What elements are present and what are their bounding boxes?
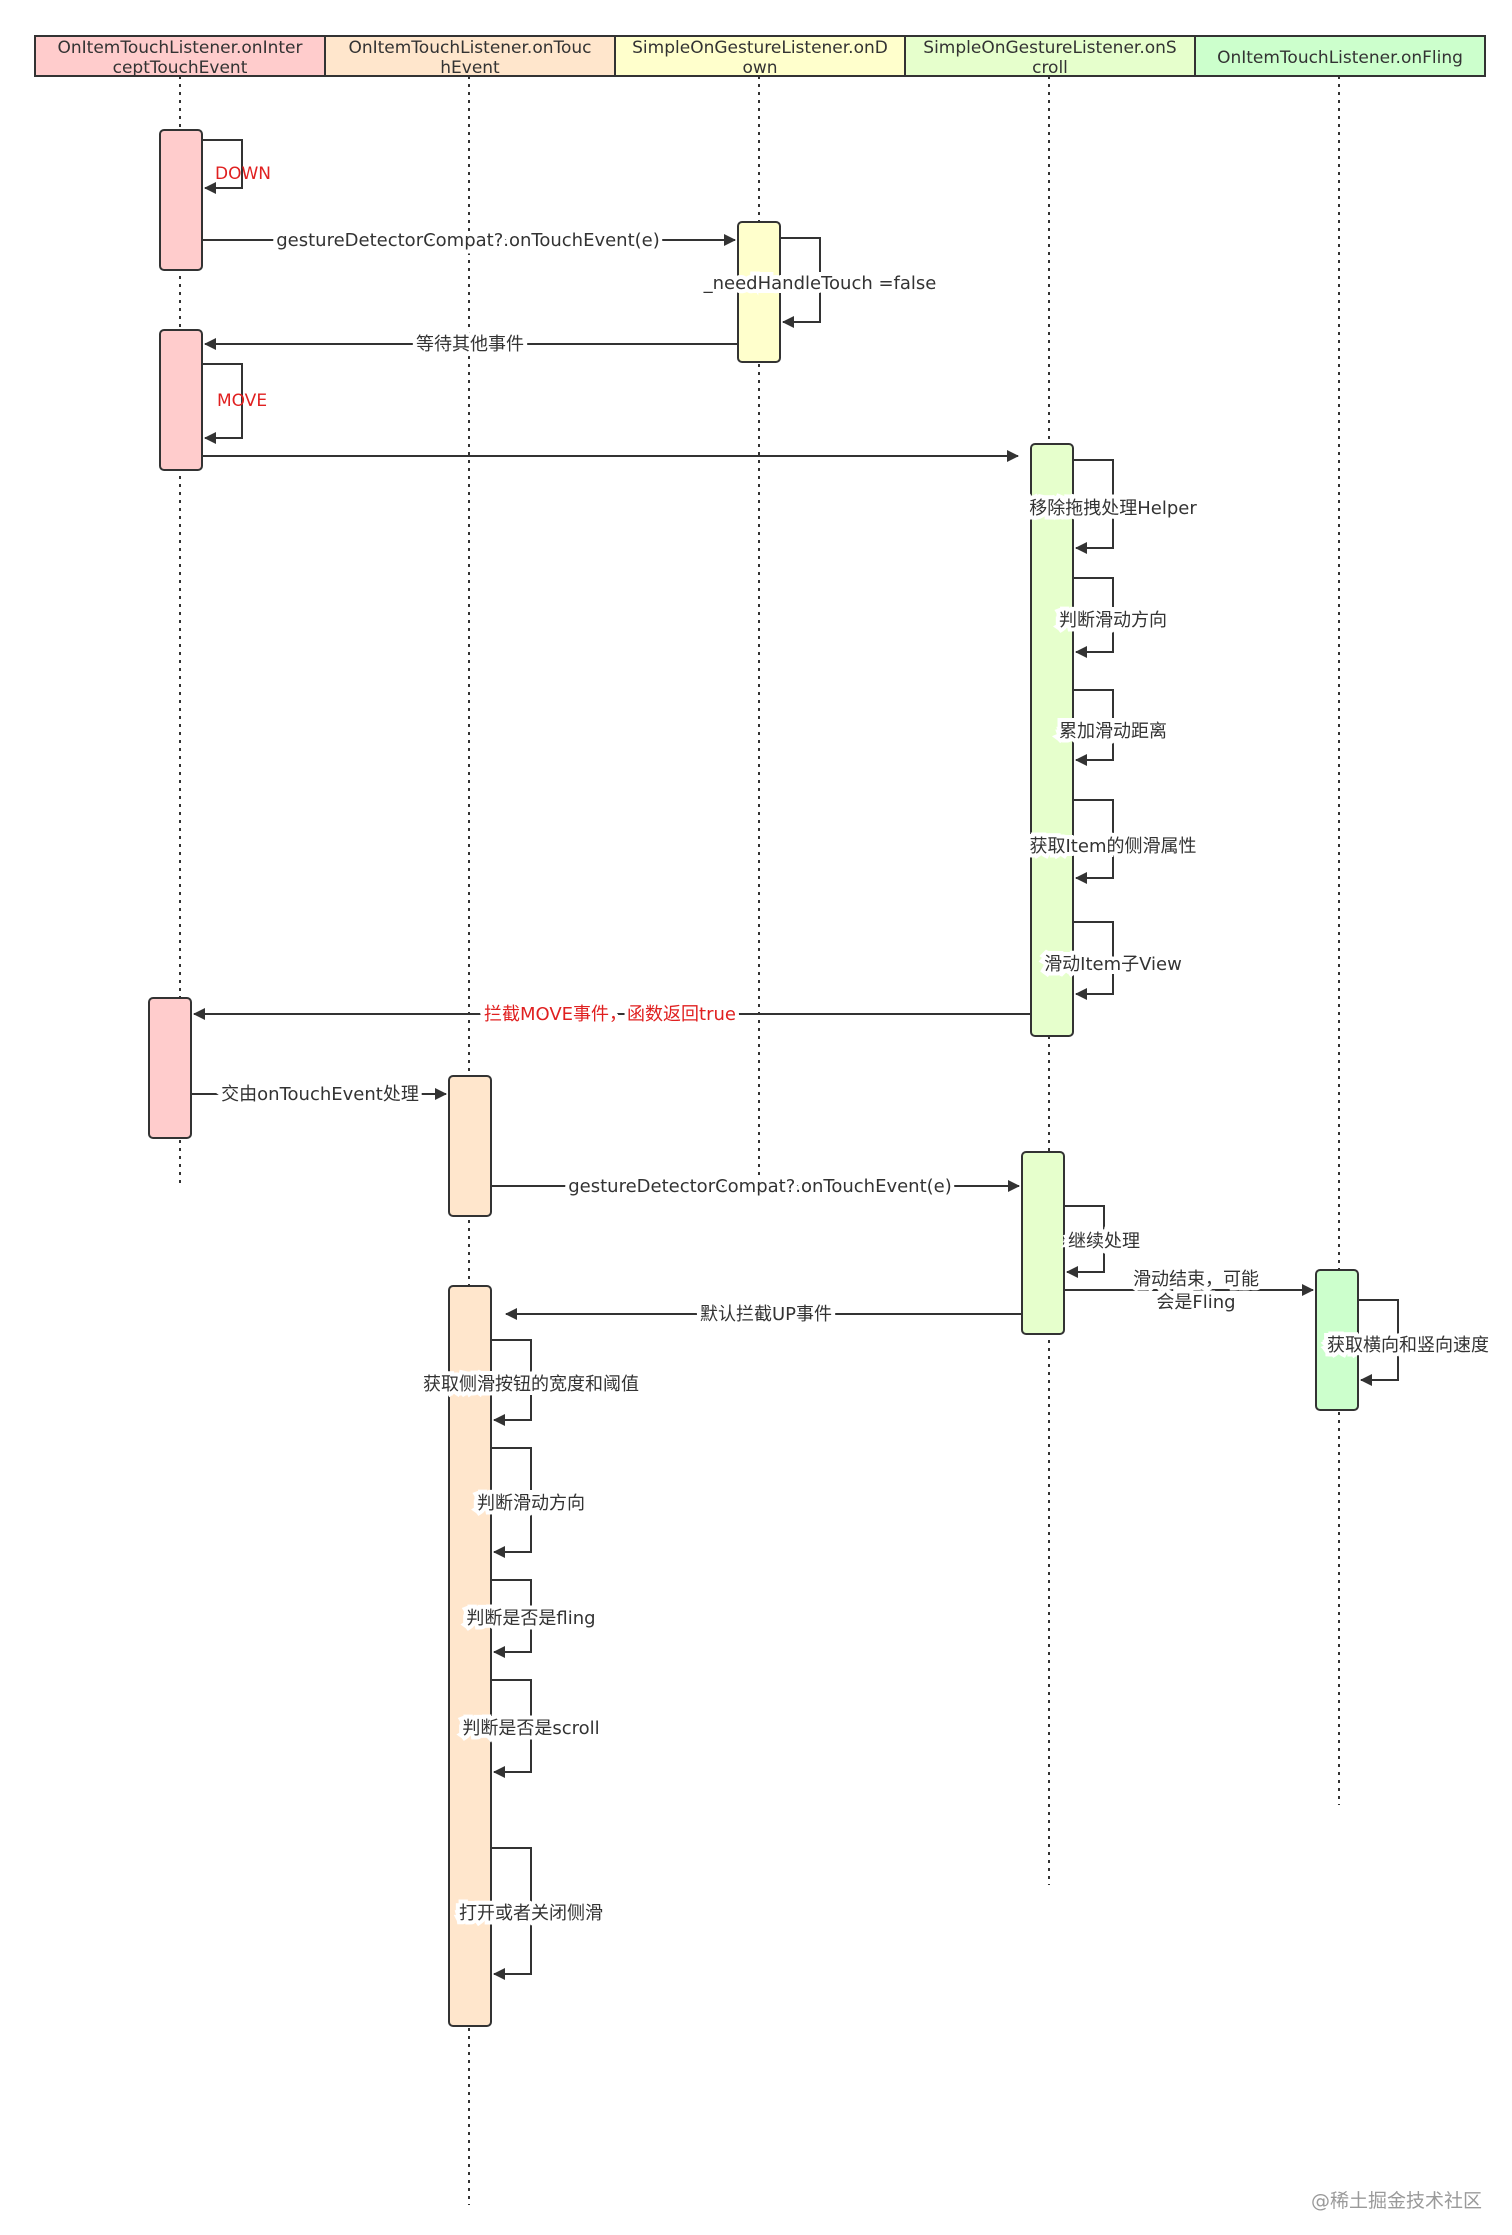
activation-bar xyxy=(1030,443,1074,1037)
lifelines xyxy=(179,76,1340,2205)
message-labels: DOWN gestureDetectorCompat?.onTouchEvent… xyxy=(215,164,1493,1928)
activation-bars xyxy=(148,129,1359,2027)
label-remove-drag-helper: 移除拖拽处理Helper xyxy=(1029,498,1197,519)
self-loop-arrow xyxy=(491,1339,532,1426)
header-box xyxy=(34,35,326,77)
label-down: DOWN xyxy=(215,164,271,184)
header-line: hEvent xyxy=(440,58,500,78)
lifeline-header-intercept: OnItemTouchListener.onInter ceptTouchEve… xyxy=(34,35,326,78)
header-line: OnItemTouchListener.onInter xyxy=(58,38,303,58)
header-line: OnItemTouchListener.onFling xyxy=(1217,48,1463,68)
self-loop-arrow xyxy=(491,1679,532,1778)
label-intercept-move: 拦截MOVE事件，函数返回true xyxy=(484,1004,736,1025)
activation-bar xyxy=(737,221,781,363)
activation-bar xyxy=(148,997,192,1139)
label-open-close: 打开或者关闭侧滑 xyxy=(459,1903,603,1924)
self-loop-arrow xyxy=(780,237,821,328)
activation-bar xyxy=(159,329,203,471)
self-loop-arrow xyxy=(1073,689,1114,766)
lifeline-header-onscroll: SimpleOnGestureListener.onS croll xyxy=(904,35,1196,78)
self-loop-arrow xyxy=(491,1847,532,1980)
label-scroll-end-line-1: 滑动结束，可能 xyxy=(1133,1269,1259,1290)
header-box xyxy=(324,35,616,77)
header-line: croll xyxy=(1032,58,1068,78)
self-loop-arrow xyxy=(1064,1205,1105,1278)
label-call-gesture-2: gestureDetectorCompat?.onTouchEvent(e) xyxy=(568,1176,952,1197)
self-loop-arrow xyxy=(202,363,243,444)
label-scroll-item-view: 滑动Item子View xyxy=(1044,954,1182,975)
activation-bar xyxy=(448,1285,492,2027)
lifeline-header-ontouch: OnItemTouchListener.onTouc hEvent xyxy=(324,35,616,78)
label-judge-direction-2: 判断滑动方向 xyxy=(477,1493,585,1514)
self-loop-arrow xyxy=(1073,577,1114,658)
label-accumulate-distance: 累加滑动距离 xyxy=(1059,721,1167,742)
label-judge-fling: 判断是否是fling xyxy=(466,1608,595,1629)
lifeline-header-ondown: SimpleOnGestureListener.onD own xyxy=(614,35,906,78)
self-loop-arrow xyxy=(1073,799,1114,884)
activation-bar xyxy=(1315,1269,1359,1411)
self-loop-arrow xyxy=(491,1447,532,1558)
label-judge-direction-1: 判断滑动方向 xyxy=(1059,610,1167,631)
self-loop-arrow xyxy=(1073,459,1114,554)
lifeline-header-onfling: OnItemTouchListener.onFling xyxy=(1194,35,1486,77)
header-line: SimpleOnGestureListener.onD xyxy=(632,38,888,58)
self-loop-arrow xyxy=(202,139,243,194)
arrows xyxy=(191,139,1399,1980)
label-call-gesture-1: gestureDetectorCompat?.onTouchEvent(e) xyxy=(276,230,660,251)
header-line: own xyxy=(742,58,777,78)
label-get-button-width: 获取侧滑按钮的宽度和阈值 xyxy=(423,1374,639,1395)
label-wait-other: 等待其他事件 xyxy=(416,334,524,355)
label-scroll-end-line-2: 会是Fling xyxy=(1156,1292,1235,1313)
header-line: SimpleOnGestureListener.onS xyxy=(923,38,1176,58)
header-line: ceptTouchEvent xyxy=(113,58,248,78)
self-loop-arrow xyxy=(1358,1299,1399,1386)
activation-bar xyxy=(448,1075,492,1217)
label-judge-scroll: 判断是否是scroll xyxy=(462,1718,599,1739)
label-move: MOVE xyxy=(217,391,267,411)
header-line: OnItemTouchListener.onTouc xyxy=(348,38,591,58)
self-loop-arrow xyxy=(1073,921,1114,1000)
label-continue-handle: 继续处理 xyxy=(1068,1231,1140,1252)
label-delegate-ontouch: 交由onTouchEvent处理 xyxy=(221,1084,419,1105)
watermark: @稀土掘金技术社区 xyxy=(1310,2190,1482,2212)
label-default-intercept-up: 默认拦截UP事件 xyxy=(700,1304,832,1325)
activation-bar xyxy=(1021,1151,1065,1335)
label-get-item-swipe-attr: 获取Item的侧滑属性 xyxy=(1030,836,1197,857)
self-loop-arrow xyxy=(491,1579,532,1658)
activation-bar xyxy=(159,129,203,271)
label-need-handle-touch: _needHandleTouch =false xyxy=(703,273,937,294)
label-get-velocity: 获取横向和竖向速度 xyxy=(1327,1335,1489,1356)
